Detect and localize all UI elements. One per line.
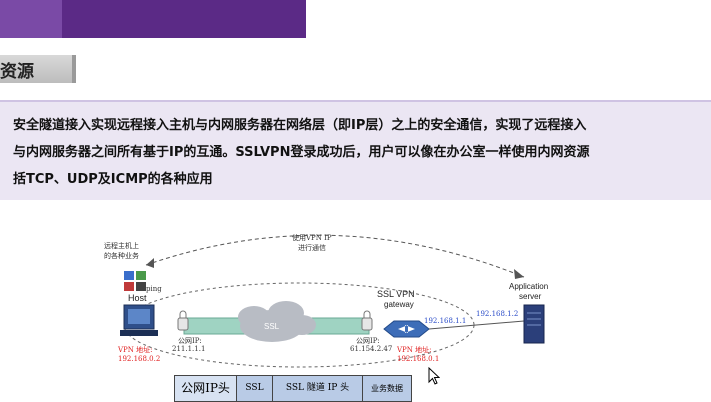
server-label-1: Application — [509, 282, 549, 291]
gateway-public-ip-value: 61.154.2.47 — [350, 345, 393, 353]
host-public-ip-value: 211.1.1.1 — [172, 345, 206, 353]
packet-ssl-tunnel-ip-header: SSL 隧道 IP 头 — [273, 376, 363, 401]
arc-arrow-left-icon — [146, 258, 154, 268]
description-line-1: 安全隧道接入实现远程接入主机与内网服务器在网络层（即IP层）之上的安全通信，实现… — [13, 118, 587, 133]
gateway-public-ip-label: 公网IP: — [356, 337, 380, 345]
mouse-cursor-icon — [428, 367, 440, 385]
internet-cloud-icon — [238, 301, 316, 342]
host-vpn-addr-value: 192.168.0.2 — [118, 355, 161, 363]
vpn-ip-note-1: 使用VPN IP — [292, 234, 332, 242]
ping-label: ping — [146, 285, 162, 293]
packet-structure: 公网IP头 SSL SSL 隧道 IP 头 业务数据 — [174, 375, 412, 402]
network-diagram: 远程主机上 的各种业务 ping Host 使用VPN IP 进行通信 SSL … — [84, 205, 604, 402]
top-banner-accent — [0, 0, 62, 38]
gateway-vpn-addr-value: 192.168.0.1 — [397, 355, 440, 363]
packet-business-data: 业务数据 — [363, 376, 411, 401]
host-label: Host — [128, 293, 147, 303]
description-line-3: 括TCP、UDP及ICMP的各种应用 — [13, 172, 213, 187]
vpn-gateway-icon — [383, 320, 430, 338]
packet-public-ip-header: 公网IP头 — [175, 376, 237, 401]
vpn-ip-arc — [145, 234, 525, 278]
application-server-icon — [523, 304, 545, 344]
host-apps-label-2: 的各种业务 — [104, 252, 139, 260]
diagram-canvas — [120, 234, 545, 368]
description-box: 安全隧道接入实现远程接入主机与内网服务器在网络层（即IP层）之上的安全通信，实现… — [0, 100, 711, 200]
host-vpn-addr-label: VPN 地址: — [118, 346, 153, 354]
section-title: 资源 — [0, 62, 34, 82]
server-ip: 192.168.1.2 — [476, 310, 519, 318]
host-apps-label-1: 远程主机上 — [104, 242, 139, 250]
lan-link — [428, 320, 525, 330]
lock-icon — [177, 310, 189, 331]
server-label-2: server — [519, 292, 542, 301]
gateway-inner-ip: 192.168.1.1 — [424, 317, 467, 325]
host-computer-icon — [120, 304, 158, 336]
arc-arrow-right-icon — [514, 269, 524, 279]
vpn-ip-note-2: 进行通信 — [298, 244, 326, 252]
lock-icon — [361, 310, 373, 331]
host-public-ip-label: 公网IP: — [178, 337, 202, 345]
description-line-2: 与内网服务器之间所有基于IP的互通。SSLVPN登录成功后，用户可以像在办公室一… — [13, 145, 590, 160]
gateway-vpn-addr-label: VPN 地址: — [397, 346, 432, 354]
app-icons — [124, 271, 146, 291]
packet-ssl: SSL — [237, 376, 273, 401]
section-bar — [0, 55, 76, 83]
gateway-label-1: SSL VPN — [377, 289, 415, 299]
gateway-label-2: gateway — [384, 300, 414, 309]
tunnel-label: SSL — [264, 322, 280, 331]
